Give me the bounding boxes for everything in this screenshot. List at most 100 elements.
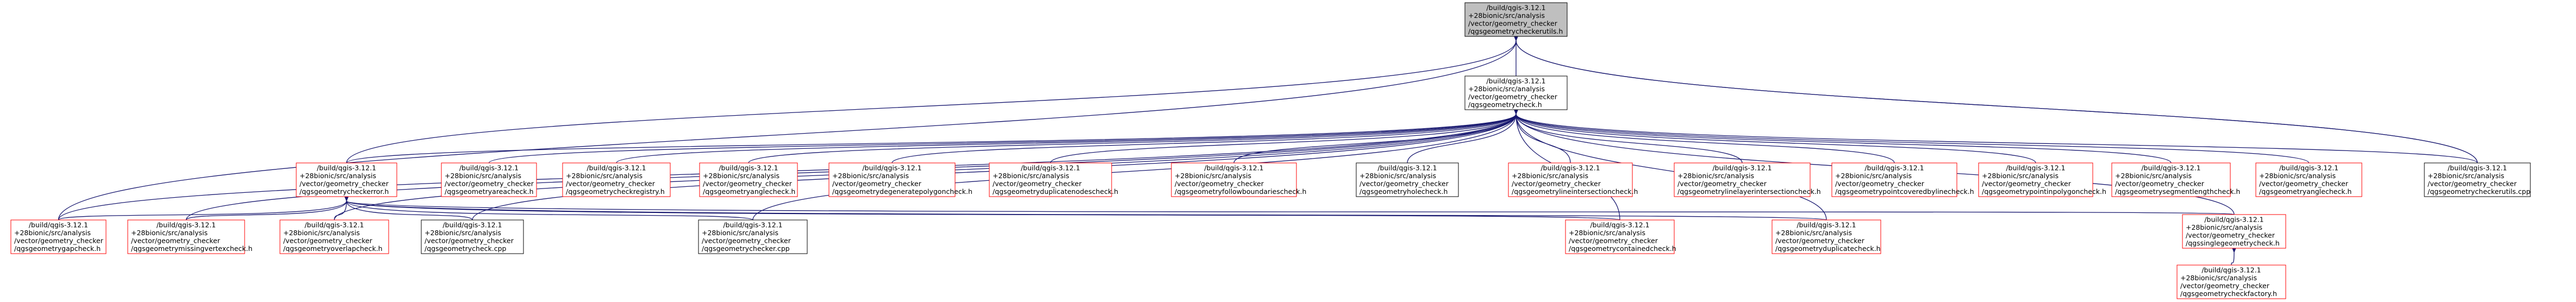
edge-seglen_h-to-check_h	[1513, 109, 2172, 163]
node-label-line: /build/qgis-3.12.1	[459, 164, 519, 172]
node-label-line: +28bionic/src/analysis	[300, 172, 376, 180]
node-label-line: /vector/geometry_checker	[703, 180, 793, 188]
node-error_h: /build/qgis-3.12.1+28bionic/src/analysis…	[296, 162, 397, 197]
node-box	[2424, 162, 2531, 197]
node-label-line: /build/qgis-3.12.1	[29, 221, 88, 229]
node-label-line: /vector/geometry_checker	[702, 237, 791, 245]
node-label-line: +28bionic/src/analysis	[1468, 85, 1545, 93]
edge-pointinpoly_h-to-check_h	[1513, 109, 2036, 163]
node-label-line: +28bionic/src/analysis	[2115, 172, 2192, 180]
node-label-line: /vector/geometry_checker	[2115, 180, 2205, 188]
node-box	[1171, 162, 1297, 197]
node-label-line: /build/qgis-3.12.1	[157, 221, 216, 229]
edge-degen_h-to-check_h	[891, 109, 1519, 163]
node-label-line: /vector/geometry_checker	[425, 237, 514, 245]
node-label-line: /qgsgeometryoverlapcheck.h	[283, 244, 383, 253]
node-label-line: +28bionic/src/analysis	[131, 229, 208, 237]
node-check_h[interactable]: /build/qgis-3.12.1+28bionic/src/analysis…	[1464, 76, 1568, 110]
node-label-line: /build/qgis-3.12.1	[1864, 164, 1924, 172]
node-pointcovered_h: /build/qgis-3.12.1+28bionic/src/analysis…	[1831, 162, 1974, 197]
node-box	[1464, 2, 1568, 37]
node-box	[1464, 76, 1568, 110]
edge-sliver_h-to-check_h	[1513, 109, 2310, 163]
edge-pointcovered_h-to-check_h	[1513, 109, 1895, 163]
edge-utils_cpp-to-root	[1513, 35, 2478, 163]
edge-area_h-to-check_h	[488, 109, 1519, 163]
node-label-line: /vector/geometry_checker	[283, 237, 373, 245]
node-label-line: /build/qgis-3.12.1	[723, 221, 782, 229]
node-contained_h: /build/qgis-3.12.1+28bionic/src/analysis…	[1565, 219, 1676, 254]
node-box	[1772, 219, 1881, 254]
edge-duplicate_h-to-error_h	[344, 196, 1827, 221]
node-label-line: /qgsgeometryareacheck.h	[445, 187, 534, 196]
node-box	[698, 219, 808, 254]
node-box	[279, 219, 389, 254]
edge-error_h-to-check_h	[346, 109, 1519, 163]
node-label-line: /qgsgeometrysegmentlengthcheck.h	[2115, 187, 2240, 196]
node-label-line: +28bionic/src/analysis	[1835, 172, 1912, 180]
node-label-line: /vector/geometry_checker	[2186, 231, 2275, 240]
node-label-line: /build/qgis-3.12.1	[2448, 164, 2507, 172]
node-missingvertex_h: /build/qgis-3.12.1+28bionic/src/analysis…	[127, 219, 252, 254]
node-box	[1356, 162, 1459, 197]
node-utils_cpp[interactable]: /build/qgis-3.12.1+28bionic/src/analysis…	[2424, 162, 2531, 197]
node-label-line: +28bionic/src/analysis	[702, 229, 778, 237]
node-label-line: /vector/geometry_checker	[1359, 180, 1449, 188]
node-label-line: +28bionic/src/analysis	[1468, 11, 1545, 20]
node-label-line: /qgsgeometryholecheck.h	[1359, 187, 1448, 196]
node-single_h: /build/qgis-3.12.1+28bionic/src/analysis…	[2182, 214, 2286, 249]
edge-registry_h-to-check_h	[616, 109, 1519, 163]
node-checker_cpp[interactable]: /build/qgis-3.12.1+28bionic/src/analysis…	[698, 219, 808, 254]
node-angle_h: /build/qgis-3.12.1+28bionic/src/analysis…	[699, 162, 798, 197]
node-label-line: /vector/geometry_checker	[993, 180, 1082, 188]
edge-gap_h-to-error_h	[58, 196, 349, 221]
node-label-line: +28bionic/src/analysis	[1512, 172, 1588, 180]
node-label-line: +28bionic/src/analysis	[2180, 274, 2257, 282]
node-label-line: /qgsgeometrylinelayerintersectioncheck.h	[1677, 187, 1821, 196]
node-label-line: /qgsgeometrydegeneratepolygoncheck.h	[832, 187, 972, 196]
edge-gap_h-to-root	[58, 35, 1519, 221]
node-label-line: /vector/geometry_checker	[566, 180, 656, 188]
node-label-line: +28bionic/src/analysis	[2186, 223, 2262, 231]
node-label-line: /qgsgeometrymissingvertexcheck.h	[131, 244, 252, 253]
node-label-line: /qgsgeometrygapcheck.h	[14, 244, 101, 253]
node-label-line: /vector/geometry_checker	[832, 180, 922, 188]
node-label-line: /qgsgeometrycheck.cpp	[425, 244, 507, 253]
node-label-line: /vector/geometry_checker	[1677, 180, 1767, 188]
node-label-line: /qgsgeometrycheckerutils.cpp	[2428, 187, 2530, 196]
node-label-line: /build/qgis-3.12.1	[1204, 164, 1263, 172]
node-root[interactable]: /build/qgis-3.12.1+28bionic/src/analysis…	[1464, 2, 1568, 37]
node-label-line: /build/qgis-3.12.1	[2006, 164, 2065, 172]
node-box	[2182, 214, 2286, 249]
edge-dupnodes_h-to-check_h	[1050, 109, 1519, 163]
node-label-line: /qgsgeometrycheck.h	[1468, 100, 1542, 109]
node-label-line: +28bionic/src/analysis	[283, 229, 360, 237]
node-hole_h[interactable]: /build/qgis-3.12.1+28bionic/src/analysis…	[1356, 162, 1459, 197]
node-label-line: +28bionic/src/analysis	[14, 229, 91, 237]
node-label-line: /vector/geometry_checker	[1468, 20, 1558, 28]
node-label-line: /build/qgis-3.12.1	[862, 164, 921, 172]
dependency-edges	[58, 35, 2478, 266]
node-label-line: /build/qgis-3.12.1	[1486, 77, 1545, 85]
node-follow_h: /build/qgis-3.12.1+28bionic/src/analysis…	[1171, 162, 1306, 197]
node-box	[2255, 162, 2362, 197]
node-label-line: /qgsgeometryfollowboundariescheck.h	[1175, 187, 1306, 196]
node-label-line: /qgsgeometryduplicatecheck.h	[1775, 244, 1881, 253]
node-label-line: /build/qgis-3.12.1	[1797, 221, 1856, 229]
node-label-line: /build/qgis-3.12.1	[587, 164, 646, 172]
node-label-line: /vector/geometry_checker	[14, 237, 104, 245]
node-label-line: /qgsgeometrypointinpolygoncheck.h	[1982, 187, 2106, 196]
node-label-line: /vector/geometry_checker	[1512, 180, 1601, 188]
node-label-line: /build/qgis-3.12.1	[1712, 164, 1772, 172]
node-box	[562, 162, 671, 197]
node-label-line: /qgsgeometrychecker.cpp	[702, 244, 790, 253]
edge-overlap_h-to-error_h	[334, 196, 349, 221]
node-pointinpoly_h: /build/qgis-3.12.1+28bionic/src/analysis…	[1978, 162, 2106, 197]
edge-contained_h-to-error_h	[344, 196, 1620, 221]
node-overlap_h: /build/qgis-3.12.1+28bionic/src/analysis…	[279, 219, 389, 254]
node-label-line: /build/qgis-3.12.1	[317, 164, 376, 172]
node-factory_h: /build/qgis-3.12.1+28bionic/src/analysis…	[2176, 265, 2286, 299]
node-check_cpp[interactable]: /build/qgis-3.12.1+28bionic/src/analysis…	[421, 219, 524, 254]
node-label-line: /qgsgeometrypointcoveredbylinecheck.h	[1835, 187, 1974, 196]
node-label-line: /vector/geometry_checker	[2180, 282, 2270, 290]
